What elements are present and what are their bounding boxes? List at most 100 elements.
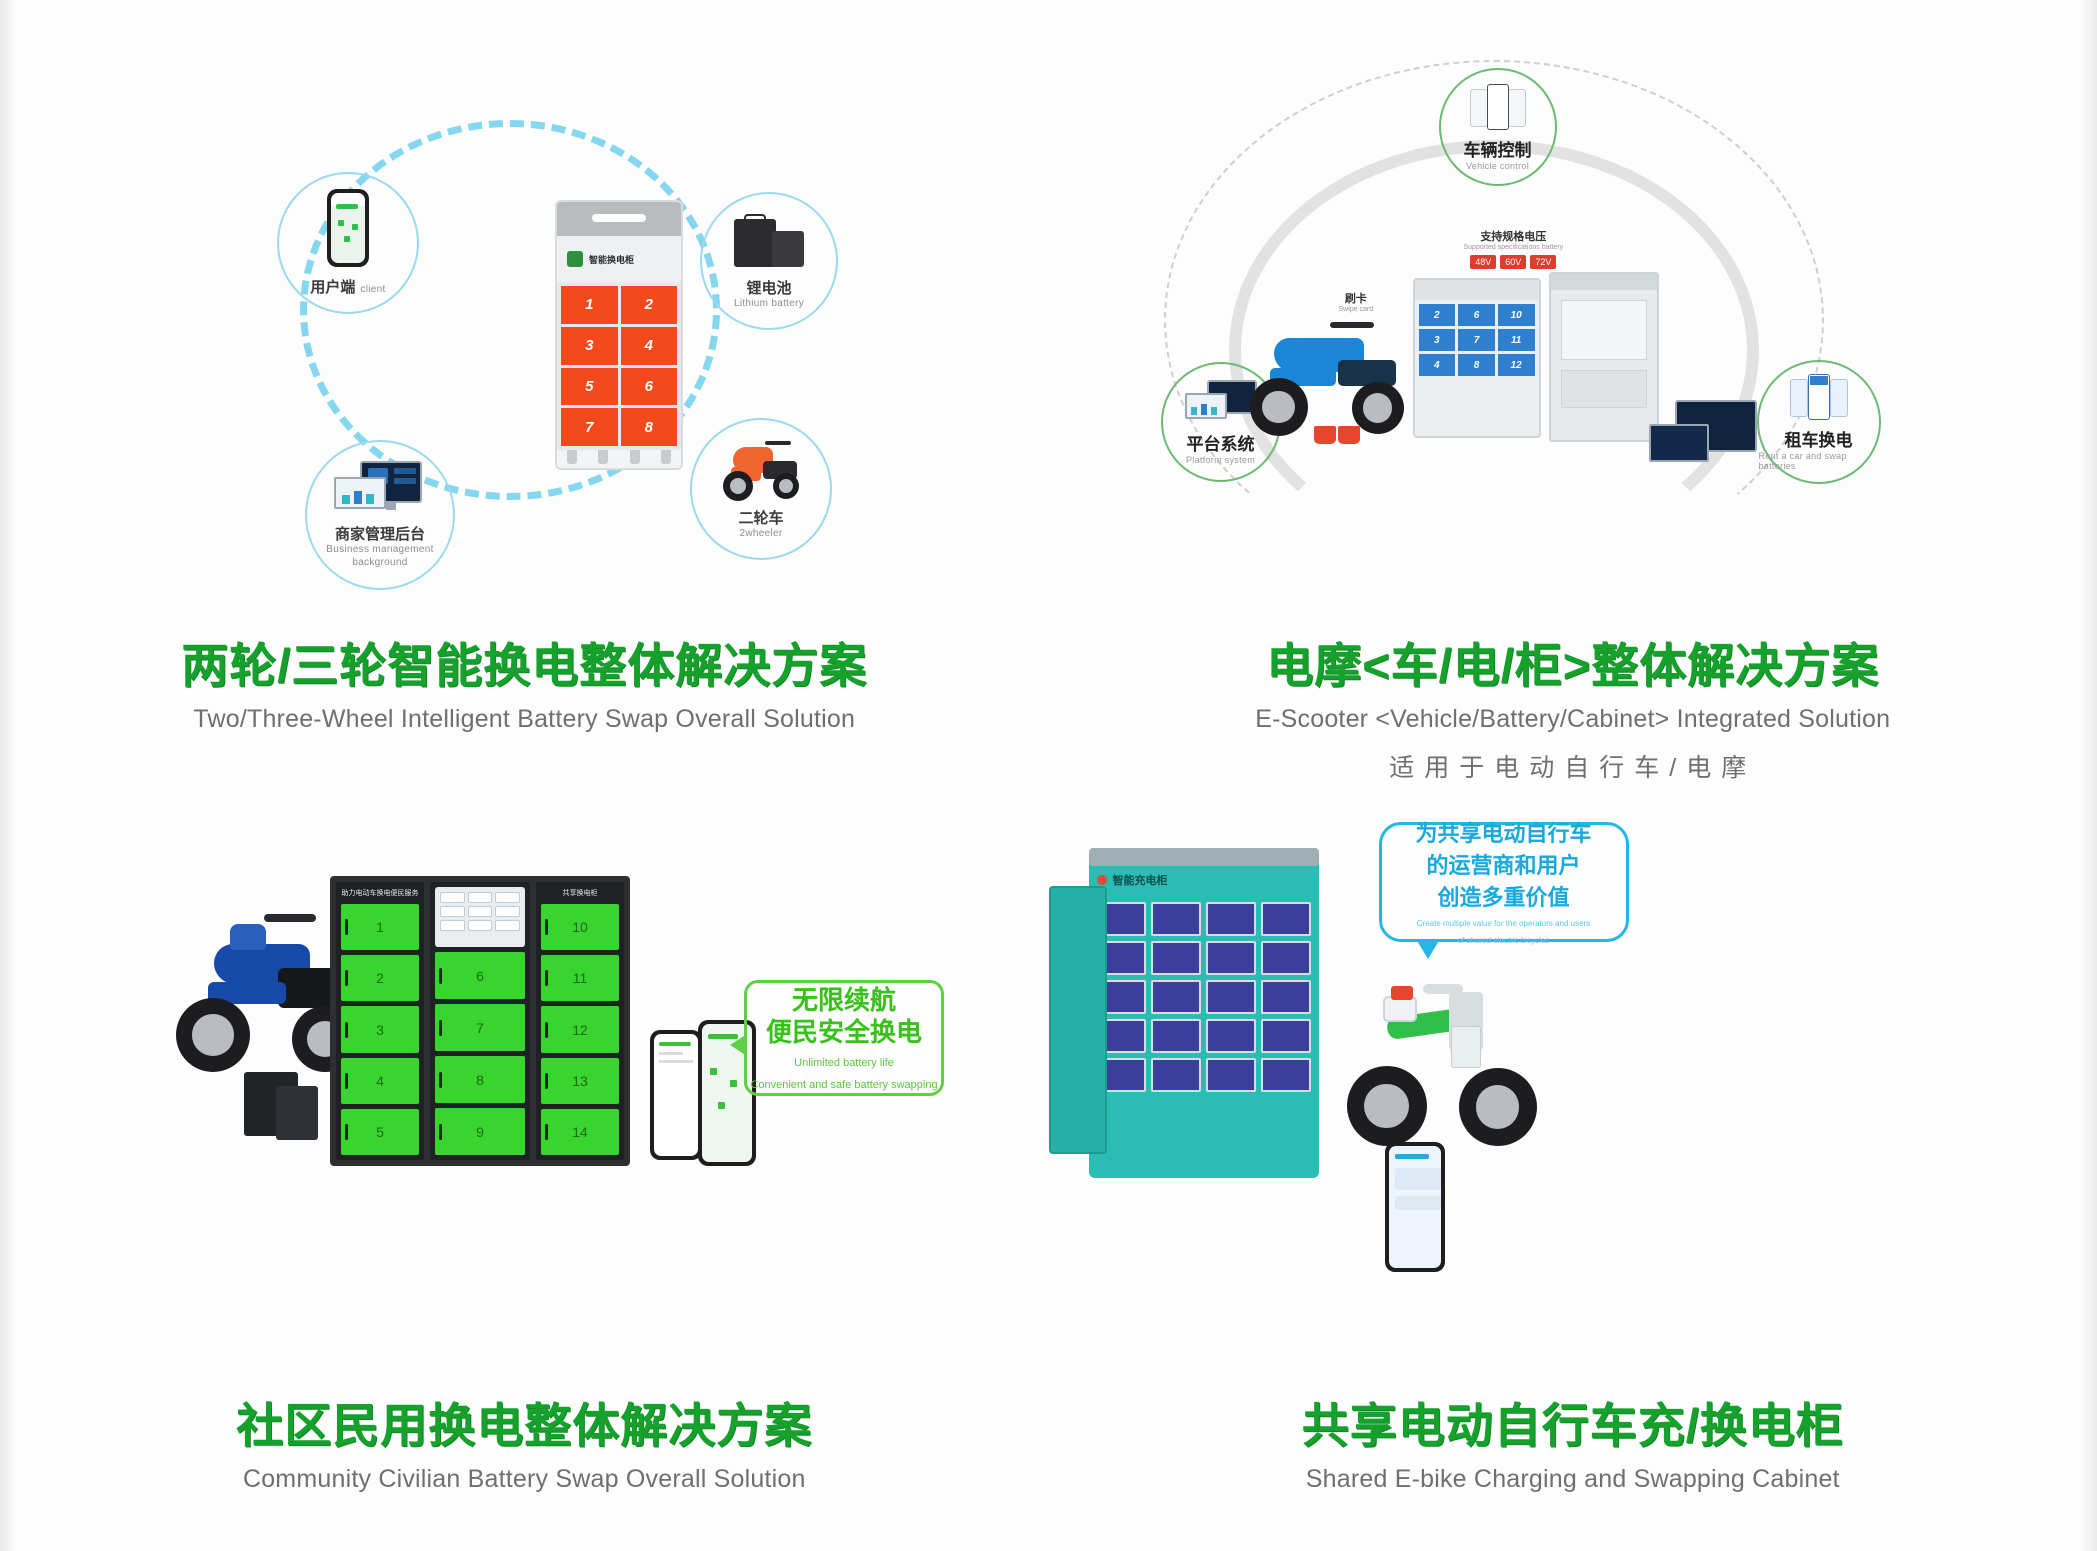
page-title: 两轮/三轮智能换电整体解决方案: [181, 639, 868, 692]
node-2wheeler-label-cn: 二轮车: [738, 510, 784, 527]
node-business-management-label-cn: 商家管理后台: [334, 526, 425, 543]
cabinet-bay-right: 共享换电柜 10 11 12 13 14: [536, 882, 624, 1160]
cabinet-slot[interactable]: 3: [561, 326, 618, 365]
cabinet-top-bar: [557, 202, 681, 236]
escooter-slot[interactable]: 4: [1418, 354, 1456, 376]
cabinet-slot[interactable]: 6: [620, 367, 677, 406]
escooter-slot[interactable]: 2: [1418, 304, 1456, 326]
battery-cell[interactable]: [1260, 941, 1311, 975]
smartphone-icon: [327, 189, 369, 267]
shared-value-bubble-line1: 为共享电动自行车: [1415, 820, 1592, 846]
cabinet-slot[interactable]: 7: [561, 408, 618, 446]
battery-cell[interactable]: [1151, 1058, 1201, 1092]
page-subtitle-cn: 适用于电动自行车/电摩: [1389, 753, 1757, 782]
cabinet-touch-screen[interactable]: [435, 887, 525, 947]
cabinet-door[interactable]: 13: [541, 1057, 619, 1104]
cabinet-door[interactable]: 9: [435, 1108, 525, 1155]
battery-cell[interactable]: [1151, 902, 1201, 936]
cabinet-door[interactable]: 11: [541, 955, 619, 1002]
node-vehicle-control-label-cn: 车辆控制: [1463, 140, 1532, 160]
charging-station-unit: [1548, 272, 1659, 442]
battery-cell[interactable]: [1206, 1019, 1256, 1053]
keypad-key[interactable]: [495, 920, 520, 931]
shared-cabinet-cell-grid: [1089, 894, 1319, 1100]
keypad-key[interactable]: [495, 906, 520, 917]
cabinet-door[interactable]: 10: [541, 904, 619, 951]
battery-swap-cabinet: 智能换电柜 1 2 3 4 5 6 7 8: [555, 200, 683, 470]
battery-cell[interactable]: [1206, 941, 1256, 975]
battery-cell[interactable]: [1260, 1019, 1311, 1053]
battery-cell[interactable]: [1206, 980, 1256, 1014]
shared-app-phone: [1384, 1142, 1445, 1272]
page-subtitle-en: Shared E-bike Charging and Swapping Cabi…: [1305, 1464, 1840, 1493]
platform-monitor-cluster: [1648, 400, 1759, 470]
battery-cell[interactable]: [1151, 941, 1201, 975]
cabinet-slot[interactable]: 2: [620, 286, 677, 324]
battery-cell[interactable]: [1260, 902, 1311, 936]
escooter-slot[interactable]: 10: [1497, 304, 1535, 326]
panel-two-three-wheel-titles: 两轮/三轮智能换电整体解决方案 Two/Three-Wheel Intellig…: [0, 639, 1049, 734]
battery-cell[interactable]: [1151, 1019, 1201, 1053]
cabinet-door[interactable]: 7: [435, 1004, 525, 1051]
swipe-card-callout-en: Swipe card: [1338, 306, 1374, 313]
arc-outer-dashed: [1163, 60, 1824, 580]
escooter-slot[interactable]: 6: [1458, 304, 1495, 326]
community-bubble-en1: Unlimited battery life: [794, 1056, 894, 1069]
battery-cell[interactable]: [1206, 902, 1256, 936]
panel-community-civilian: 助力电动车换电便民服务 1 2 3 4 5: [0, 790, 1049, 1551]
cabinet-slot[interactable]: 1: [561, 286, 618, 324]
cabinet-door[interactable]: 6: [435, 952, 525, 999]
shared-charging-cabinet: 智能充电柜: [1088, 848, 1319, 1178]
battery-cell[interactable]: [1151, 980, 1201, 1014]
node-2wheeler-label-en: 2wheeler: [739, 528, 783, 539]
shared-cabinet-open-door[interactable]: [1048, 886, 1107, 1154]
community-bubble-en2: Convenient and safe battery swapping: [750, 1078, 938, 1091]
page-left-edge-shadow: [0, 0, 16, 1551]
cabinet-door[interactable]: 2: [341, 955, 419, 1002]
cabinet-logo-icon: [567, 251, 583, 267]
node-vehicle-control-label-en: Vehicle control: [1465, 160, 1530, 171]
node-rent-swap: 租车换电 Rent a car and swap batteries: [1756, 360, 1881, 484]
battery-cell[interactable]: [1206, 1058, 1256, 1092]
voltage-callout-en: Supported specifications battery: [1463, 244, 1564, 251]
community-value-bubble-main: 无限续航 便民安全换电 Unlimited battery life Conve…: [730, 980, 944, 1096]
cabinet-door[interactable]: 3: [341, 1006, 419, 1053]
escooter-slot[interactable]: 3: [1418, 329, 1456, 351]
panel-shared-ebike: 智能充电柜: [1048, 790, 2097, 1551]
escooter-slot[interactable]: 11: [1497, 329, 1535, 351]
shared-value-bubble: 为共享电动自行车 的运营商和用户 创造多重价值 Create multiple …: [1378, 821, 1629, 959]
keypad-key[interactable]: [467, 906, 493, 917]
escooter-slot[interactable]: 7: [1458, 329, 1495, 351]
keypad-key[interactable]: [440, 920, 465, 931]
keypad-key[interactable]: [440, 906, 465, 917]
keypad-key[interactable]: [467, 892, 493, 903]
bubble-tail-icon: [1415, 939, 1440, 959]
cabinet-slot[interactable]: 8: [620, 408, 677, 446]
cabinet-slot[interactable]: 5: [561, 367, 618, 406]
battery-cell[interactable]: [1260, 1058, 1311, 1092]
page-subtitle-en: E-Scooter <Vehicle/Battery/Cabinet> Inte…: [1255, 704, 1891, 733]
keypad-key[interactable]: [440, 892, 465, 903]
shared-value-bubble-en1: Create multiple value for the operators …: [1416, 919, 1591, 929]
cabinet-slot[interactable]: 4: [620, 326, 677, 365]
page-title: 电摩<车/电/柜>整体解决方案: [1266, 639, 1880, 692]
battery-pack-icon: [732, 213, 806, 269]
cabinet-door[interactable]: 5: [341, 1108, 419, 1156]
escooter-slot[interactable]: 12: [1497, 354, 1535, 376]
battery-cell[interactable]: [1260, 980, 1311, 1014]
cabinet-door[interactable]: 8: [435, 1056, 525, 1103]
shared-app-phone-screen: [1388, 1146, 1441, 1268]
node-lithium-battery: 锂电池 Lithium battery: [700, 192, 838, 330]
cabinet-door[interactable]: 12: [541, 1006, 619, 1053]
cabinet-door[interactable]: 1: [341, 904, 419, 951]
node-business-management-label-en: Business management background: [326, 544, 434, 568]
cabinet-door[interactable]: 4: [341, 1057, 419, 1104]
cabinet-keypad[interactable]: [440, 892, 520, 931]
cabinet-door[interactable]: 14: [541, 1108, 619, 1156]
keypad-key[interactable]: [495, 892, 520, 903]
scooter-icon: [713, 439, 809, 501]
keypad-key[interactable]: [467, 920, 493, 931]
bank-banner-right: 共享换电柜: [562, 890, 598, 897]
escooter-slot[interactable]: 8: [1458, 354, 1495, 376]
node-lithium-battery-label-en: Lithium battery: [733, 298, 805, 309]
